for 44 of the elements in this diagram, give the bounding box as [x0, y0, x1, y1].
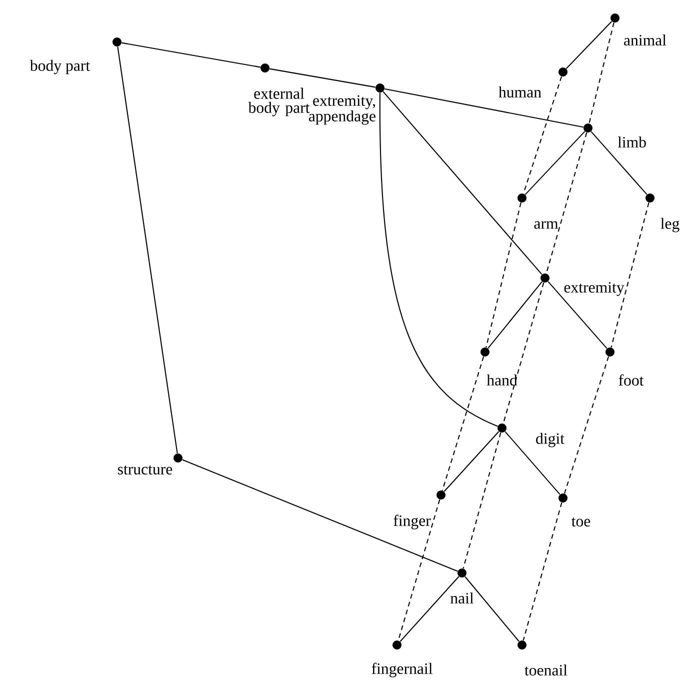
node-label: hand: [486, 374, 518, 386]
node-label: finger: [394, 514, 431, 530]
line: [590, 131, 648, 195]
dashed-line: [442, 356, 484, 491]
line: [117, 46, 178, 454]
line: [566, 21, 612, 69]
node-label: toe: [571, 517, 590, 527]
dashed-line: [588, 22, 614, 124]
node-label: extremity: [564, 282, 624, 296]
line: [122, 42, 260, 68]
node-label: human: [498, 86, 542, 98]
line: [400, 576, 460, 642]
line: [382, 91, 542, 275]
line: [444, 431, 500, 492]
line: [384, 88, 584, 128]
node-label: structure: [118, 465, 172, 475]
node-label: fingernail: [372, 662, 432, 678]
node-label: foot: [618, 374, 644, 386]
node-label: body part: [30, 60, 90, 74]
line: [504, 431, 560, 495]
node-label: leg: [660, 218, 680, 232]
dashed-line: [502, 282, 544, 424]
line: [464, 576, 520, 642]
dashed-line: [546, 132, 588, 274]
dashed-line: [398, 499, 440, 641]
node-label: external body part: [248, 88, 310, 116]
dashed-line: [610, 202, 650, 348]
node-label: animal: [624, 34, 666, 46]
line: [379, 92, 498, 427]
node-label: arm: [534, 221, 558, 229]
node-label: toenail: [524, 664, 568, 676]
dashed-line: [564, 356, 610, 494]
line: [524, 131, 586, 195]
line: [270, 68, 376, 88]
node-label: nail: [450, 592, 474, 604]
node-label: digit: [536, 432, 564, 448]
line: [548, 281, 608, 349]
line: [488, 281, 542, 349]
dashed-line: [486, 202, 522, 348]
line: [182, 459, 458, 572]
node-label: extremity, appendage: [308, 95, 376, 125]
dashed-line: [462, 432, 502, 569]
node-label: limb: [618, 136, 646, 148]
dashed-line: [522, 502, 562, 641]
